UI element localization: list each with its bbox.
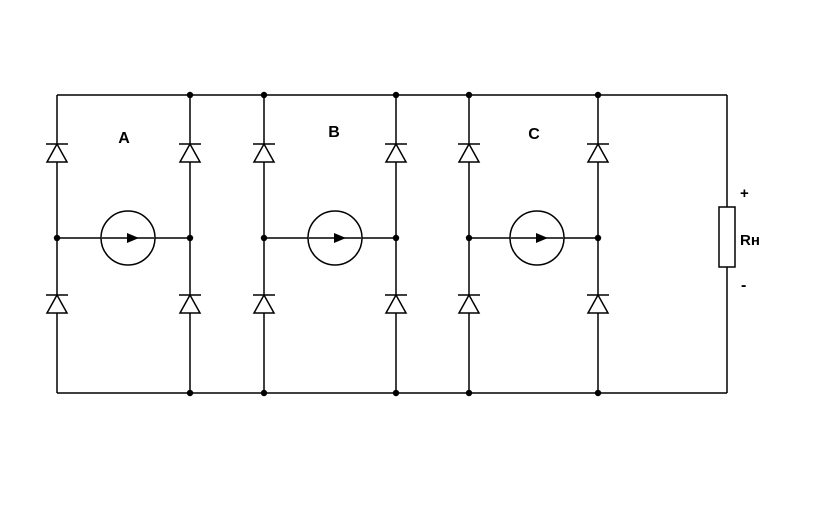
junction-dot — [53, 234, 61, 242]
phase-label-a: A — [118, 130, 130, 147]
diode — [178, 294, 202, 314]
junction-dot — [594, 389, 602, 397]
diode — [178, 143, 202, 163]
ac-source-phase-c — [509, 210, 565, 266]
junction-dot — [186, 234, 194, 242]
phase-label-b: B — [328, 124, 340, 141]
junction-dot — [392, 91, 400, 99]
diode — [45, 143, 69, 163]
junction-dot — [260, 91, 268, 99]
phase-label-c: C — [528, 126, 540, 143]
load-resistor — [718, 206, 736, 268]
diode — [457, 143, 481, 163]
junction-dot — [392, 389, 400, 397]
diode — [586, 294, 610, 314]
diode — [45, 294, 69, 314]
load-plus-label: + — [740, 185, 749, 202]
junction-dot — [260, 234, 268, 242]
junction-dot — [465, 389, 473, 397]
diode — [252, 143, 276, 163]
diode — [252, 294, 276, 314]
ac-source-phase-a — [100, 210, 156, 266]
junction-dot — [392, 234, 400, 242]
diode — [457, 294, 481, 314]
load-name-label: Rн — [740, 232, 760, 249]
diode — [586, 143, 610, 163]
junction-dot — [465, 91, 473, 99]
diode — [384, 143, 408, 163]
junction-dot — [594, 91, 602, 99]
load-minus-label: - — [741, 277, 746, 294]
junction-dot — [594, 234, 602, 242]
diode — [384, 294, 408, 314]
junction-dot — [186, 389, 194, 397]
junction-dot — [260, 389, 268, 397]
junction-dot — [465, 234, 473, 242]
ac-source-phase-b — [307, 210, 363, 266]
junction-dot — [186, 91, 194, 99]
